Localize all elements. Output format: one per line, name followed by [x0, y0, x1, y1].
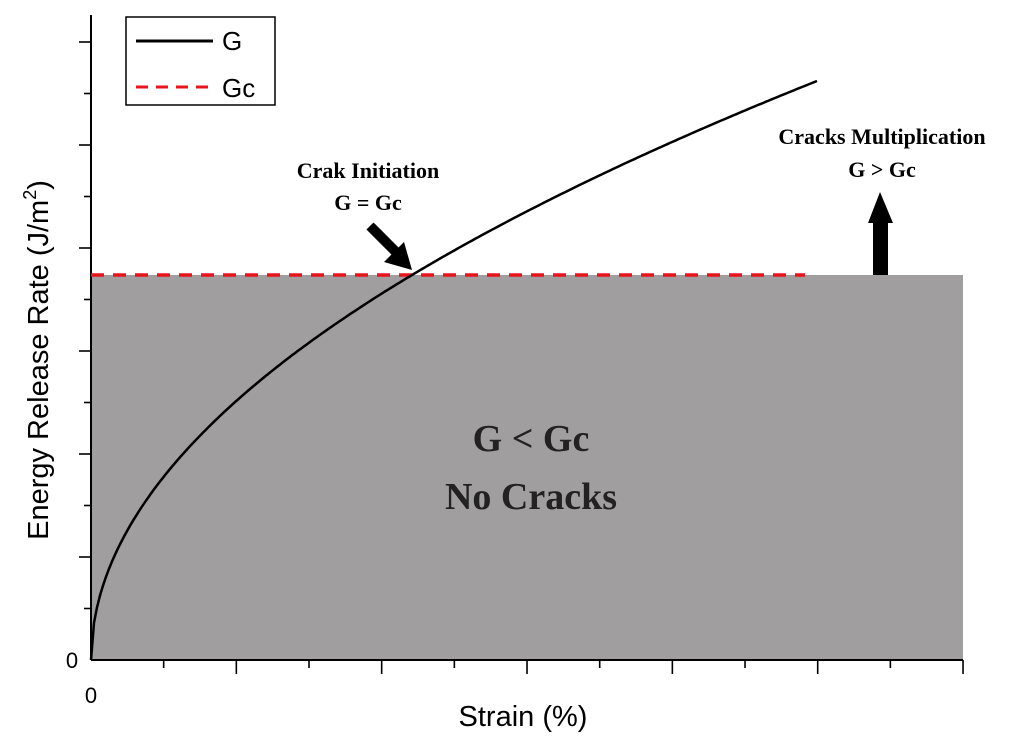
- region-label-line1: G < Gc: [473, 418, 590, 460]
- y-axis-title-close: ): [23, 180, 55, 190]
- series-g-curve: [89, 79, 818, 661]
- legend: G Gc: [125, 16, 276, 106]
- initiation-label-line1: Crak Initiation: [297, 158, 439, 183]
- y-axis-title-main: Energy Release Rate (J/m: [23, 200, 55, 540]
- multiplication-label-line1: Cracks Multiplication: [778, 124, 985, 149]
- initiation-arrow: [366, 222, 412, 270]
- multiplication-label-line2: G > Gc: [848, 157, 916, 182]
- y-axis-title: Energy Release Rate (J/m2): [20, 180, 55, 540]
- initiation-label-line2: G = Gc: [334, 190, 402, 215]
- legend-box: [125, 16, 276, 106]
- y-tick-label-0: 0: [66, 648, 78, 673]
- multiplication-arrow: [868, 192, 893, 275]
- legend-g-label: G: [222, 26, 242, 56]
- no-cracks-region: [91, 275, 963, 660]
- legend-gc-label: Gc: [222, 73, 255, 103]
- x-axis-title: Strain (%): [459, 701, 588, 733]
- y-axis-title-superscript: 2: [20, 190, 40, 200]
- x-axis-ticks: [162, 660, 964, 674]
- region-label-line2: No Cracks: [445, 476, 617, 518]
- x-tick-label-0: 0: [85, 683, 97, 708]
- y-axis-ticks: [79, 41, 91, 610]
